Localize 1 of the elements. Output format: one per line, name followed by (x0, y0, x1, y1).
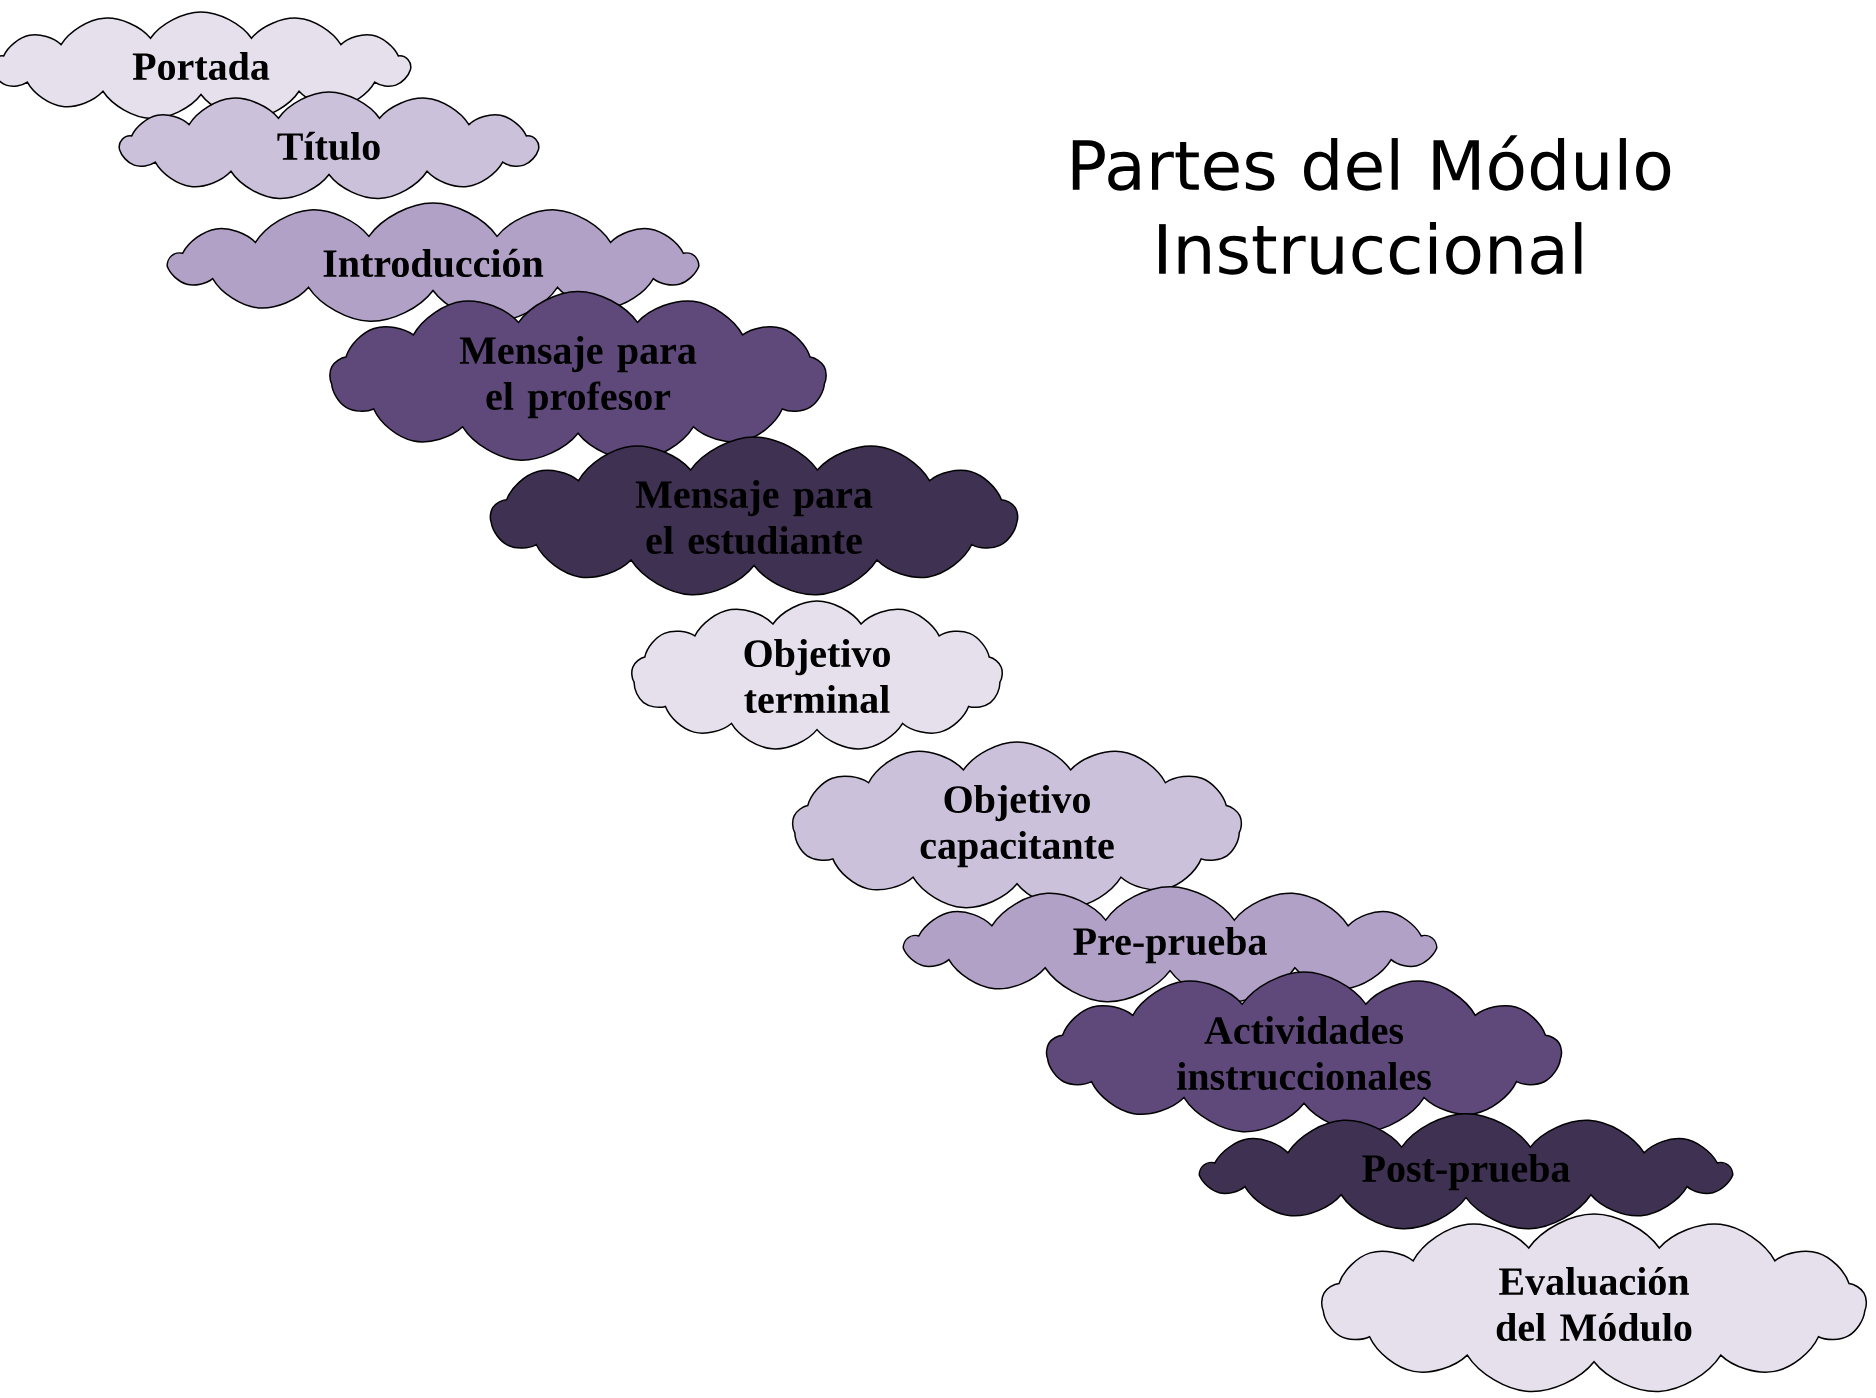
slide-title: Partes del Módulo Instruccional (1072, 135, 1671, 275)
